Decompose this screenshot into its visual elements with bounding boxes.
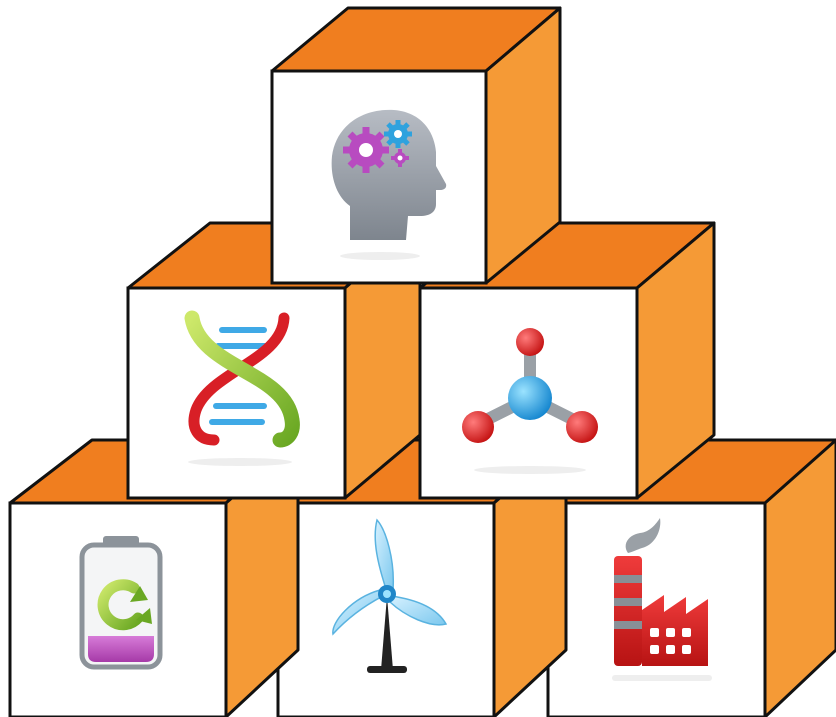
wind-turbine-icon — [332, 518, 448, 673]
factory-icon — [612, 518, 712, 681]
molecule-icon — [462, 328, 598, 474]
gear-icon — [391, 149, 409, 167]
brain-gears-icon — [331, 109, 447, 260]
block-front-face — [126, 286, 347, 500]
block-brain — [270, 6, 562, 285]
dna-helix-icon — [184, 310, 300, 466]
gear-icon — [384, 120, 412, 148]
battery-recharge-icon — [79, 536, 163, 670]
gear-icon — [343, 127, 389, 173]
